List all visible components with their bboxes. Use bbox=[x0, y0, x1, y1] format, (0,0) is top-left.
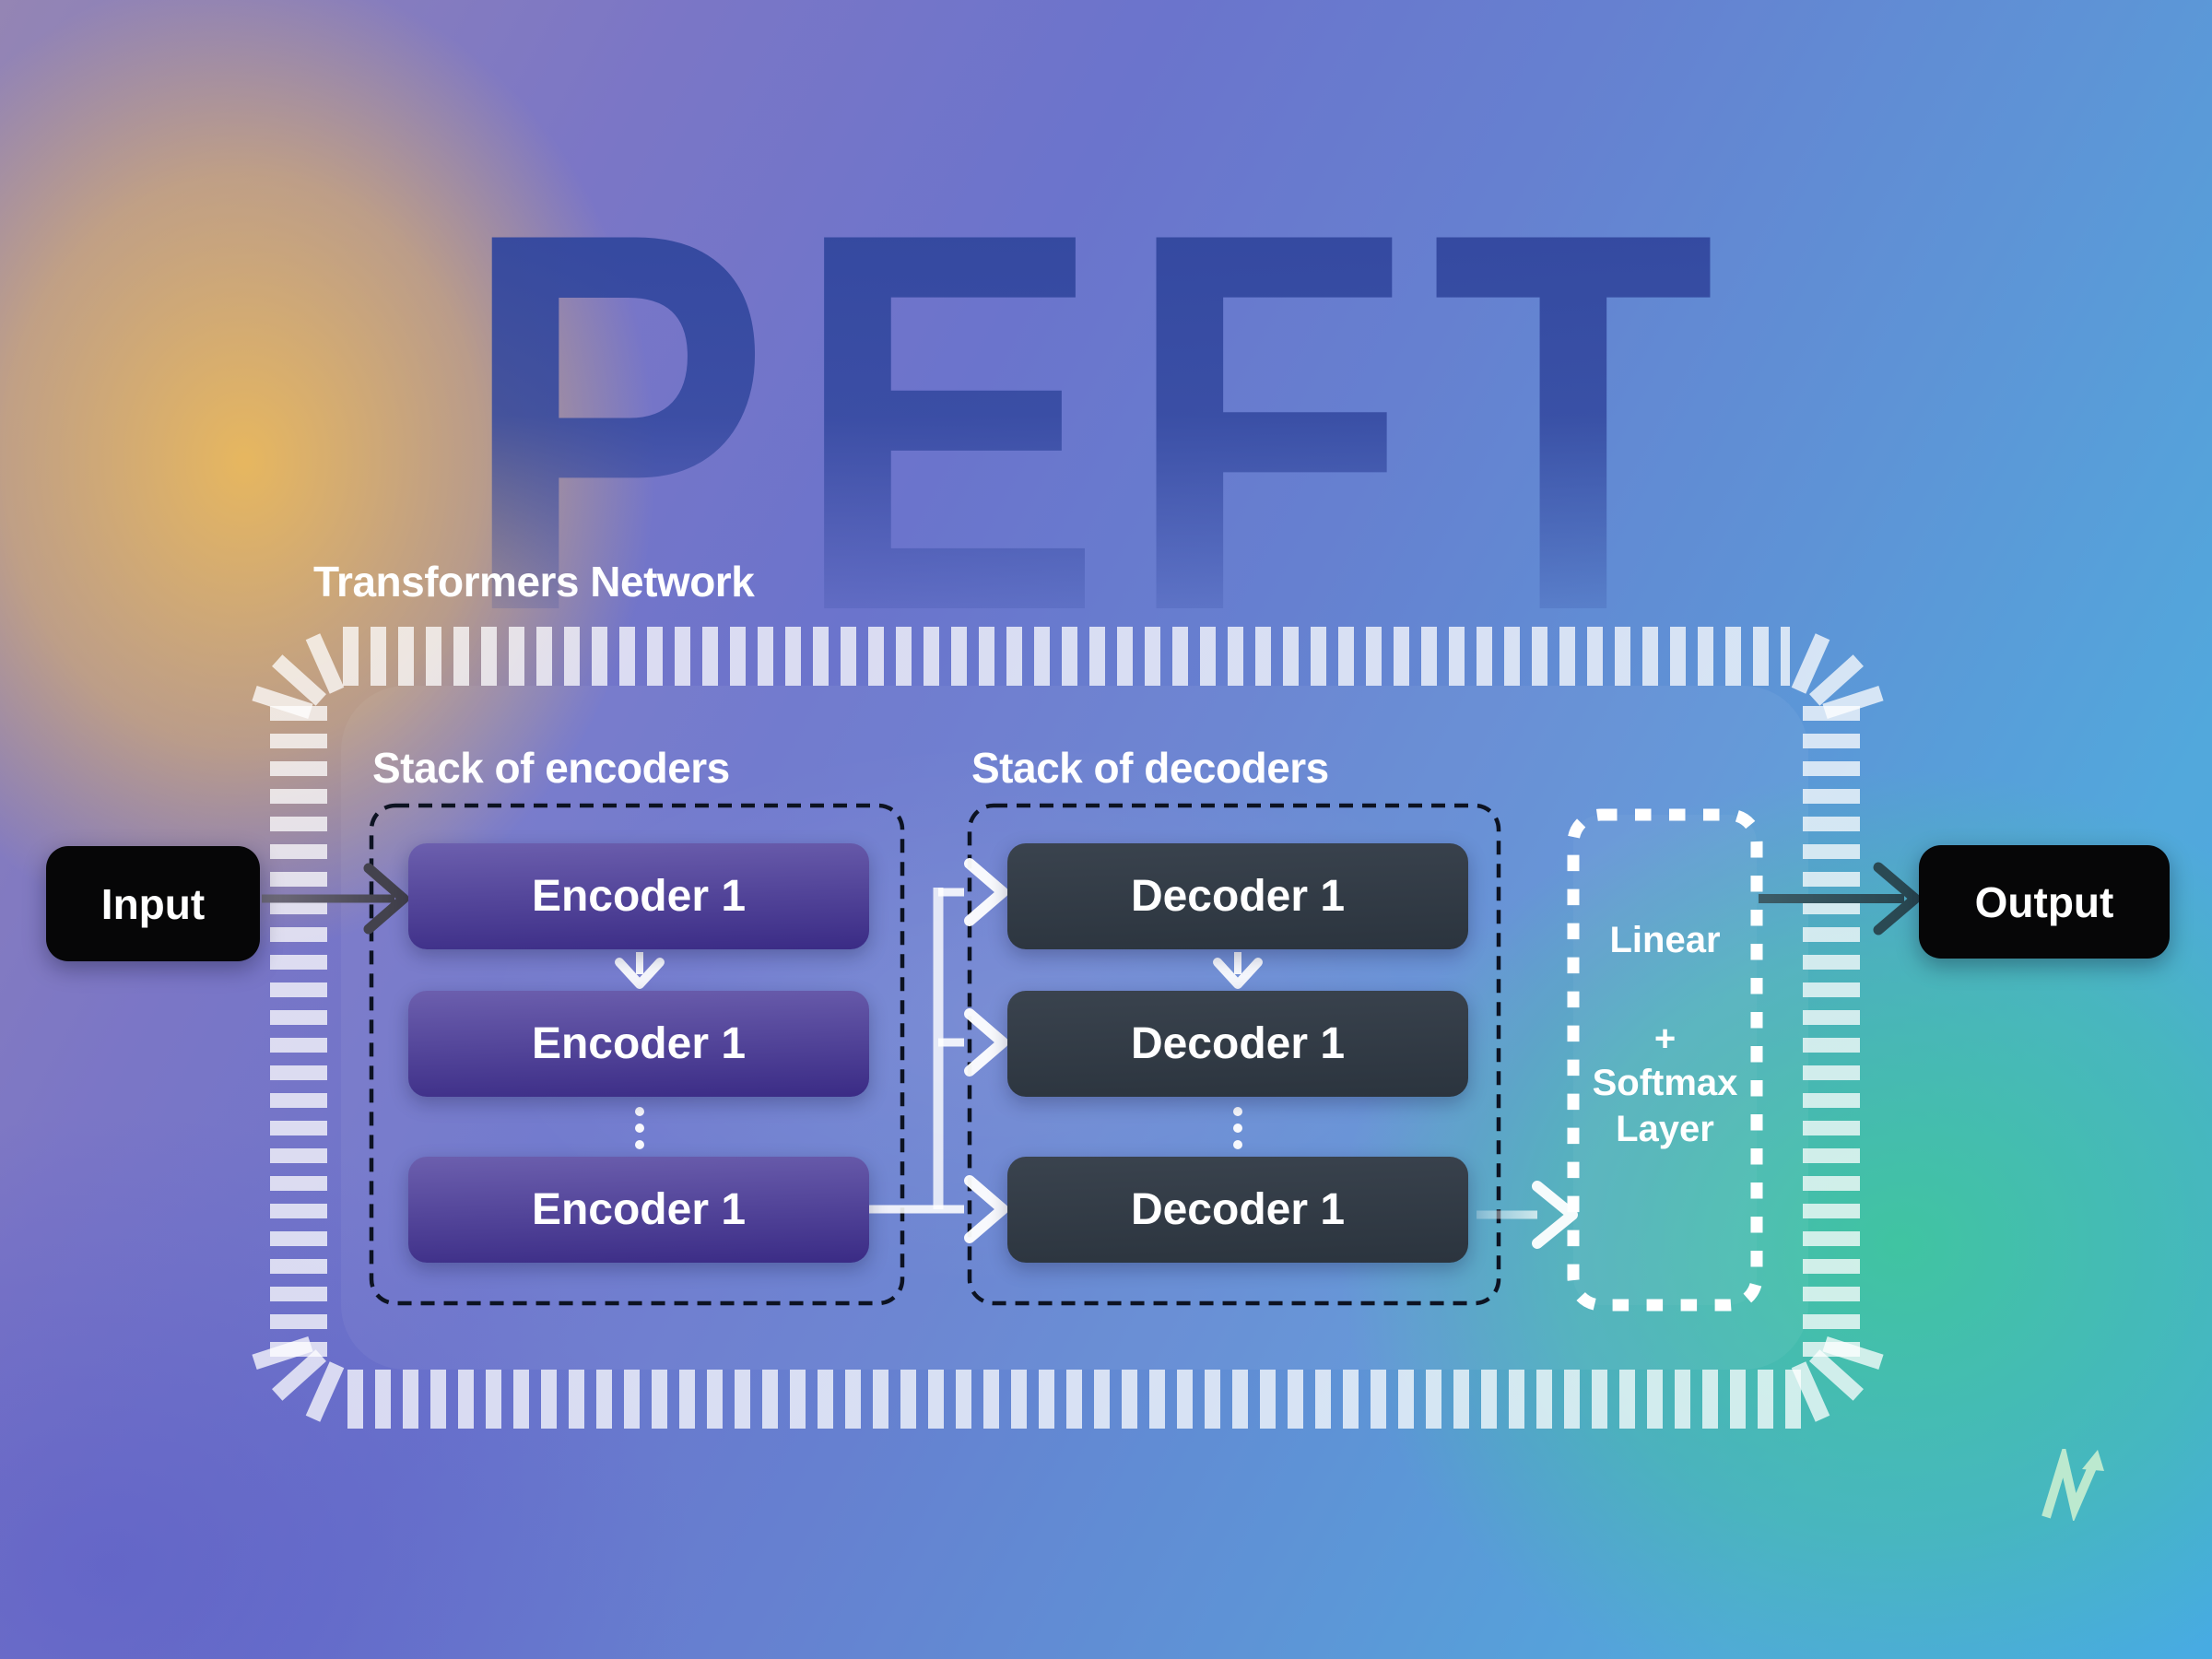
encoder-stack-label: Stack of encoders bbox=[372, 744, 730, 792]
encoder-box-2: Encoder 1 bbox=[408, 991, 869, 1097]
encoder-box-label: Encoder 1 bbox=[531, 872, 747, 921]
plus-label: + bbox=[1653, 1018, 1677, 1059]
ticket-border-left bbox=[270, 706, 327, 1359]
output-label: Output bbox=[1974, 877, 2114, 926]
layer-label: Layer bbox=[1616, 1109, 1714, 1149]
encoder-box-1: Encoder 1 bbox=[408, 843, 869, 949]
decoder-box-label: Decoder 1 bbox=[1130, 1019, 1346, 1068]
decoder-box-2: Decoder 1 bbox=[1007, 991, 1468, 1097]
encoder-box-3: Encoder 1 bbox=[408, 1157, 869, 1263]
input-box: Input bbox=[46, 846, 260, 961]
ticket-border-right bbox=[1803, 706, 1860, 1359]
softmax-label: Softmax bbox=[1592, 1063, 1738, 1103]
m-growth-arrow-logo-icon bbox=[2041, 1449, 2104, 1521]
input-label: Input bbox=[100, 879, 206, 928]
decoder-box-3: Decoder 1 bbox=[1007, 1157, 1468, 1263]
decoder-stack-label: Stack of decoders bbox=[971, 744, 1329, 792]
decoder-box-1: Decoder 1 bbox=[1007, 843, 1468, 949]
ticket-border-bottom bbox=[347, 1370, 1807, 1429]
decoder-box-label: Decoder 1 bbox=[1130, 1185, 1346, 1234]
linear-label: Linear bbox=[1609, 920, 1721, 960]
decoder-box-label: Decoder 1 bbox=[1130, 872, 1346, 921]
ticket-border-top bbox=[343, 627, 1790, 686]
network-title: Transformers Network bbox=[313, 558, 755, 606]
output-box: Output bbox=[1919, 845, 2170, 959]
encoder-box-label: Encoder 1 bbox=[531, 1019, 747, 1068]
encoder-box-label: Encoder 1 bbox=[531, 1185, 747, 1234]
